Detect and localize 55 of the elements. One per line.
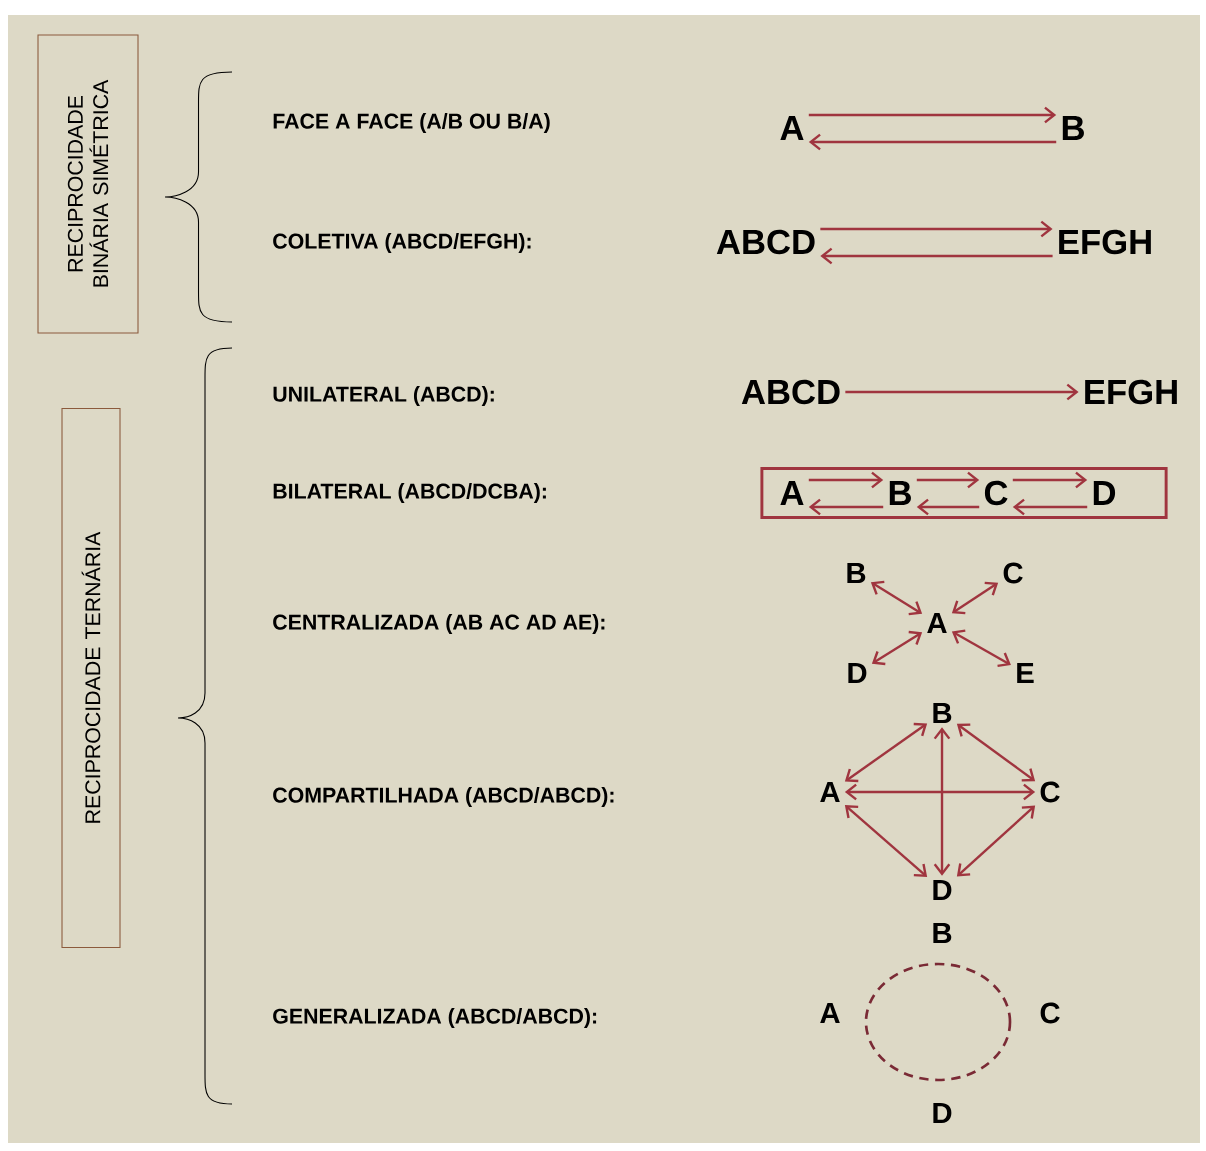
arrow [820,247,1053,265]
letter-label: A [780,116,804,140]
row-label: CENTRALIZADA (AB AC AD AE): [273,614,605,634]
category-box: RECIPROCIDADE BINÁRIA SIMÉTRICA [37,34,139,334]
letter-label: C [1040,781,1060,803]
letter-label: C [1003,562,1023,584]
arrow [844,805,928,877]
arrow [844,722,928,783]
letter-label: D [1093,481,1116,505]
row-label: COMPARTILHADA (ABCD/ABCD): [273,787,614,807]
arrow [951,629,1011,667]
frame-box [760,467,1168,519]
arrow [808,106,1057,124]
arrow [808,471,884,489]
arrow [845,383,1079,401]
arrow [933,727,951,876]
arrow [870,580,923,616]
dashed-circle [864,962,1012,1082]
category-box: RECIPROCIDADE TERNÁRIA [61,407,121,949]
arrow [916,498,980,516]
arrow [844,783,1036,801]
arrow [916,471,980,489]
row-label: FACE A FACE (A/B OU B/A) [273,113,550,133]
letter-label: ABCD [716,229,815,255]
arrow [956,805,1036,877]
letter-label: B [933,922,952,944]
letter-label: A [780,481,804,505]
letter-label: EFGH [1085,379,1177,405]
arrow [871,630,923,666]
letter-label: D [933,879,952,901]
letter-label: C [1040,1002,1060,1024]
letter-label: B [889,481,911,505]
arrow [808,498,884,516]
row-label: GENERALIZADA (ABCD/ABCD): [273,1008,597,1028]
arrow [951,581,999,615]
arrow [808,133,1057,151]
letter-label: E [1017,662,1034,684]
row-label: COLETIVA (ABCD/EFGH): [273,233,531,253]
arrow [1012,471,1088,489]
letter-label: EFGH [1059,229,1151,255]
letter-label: B [847,562,866,584]
row-label: BILATERAL (ABCD/DCBA): [273,483,546,503]
letter-label: B [1062,116,1084,140]
letter-label: D [933,1102,952,1124]
letter-label: A [820,781,840,803]
letter-label: A [927,612,947,634]
letter-label: C [984,480,1008,506]
row-label: UNILATERAL (ABCD): [273,386,494,406]
letter-label: A [820,1002,840,1024]
arrow [956,723,1036,782]
letter-label: ABCD [741,379,840,405]
arrow [820,220,1053,238]
letter-label: D [848,662,867,684]
letter-label: B [933,702,952,724]
arrow [1012,498,1088,516]
